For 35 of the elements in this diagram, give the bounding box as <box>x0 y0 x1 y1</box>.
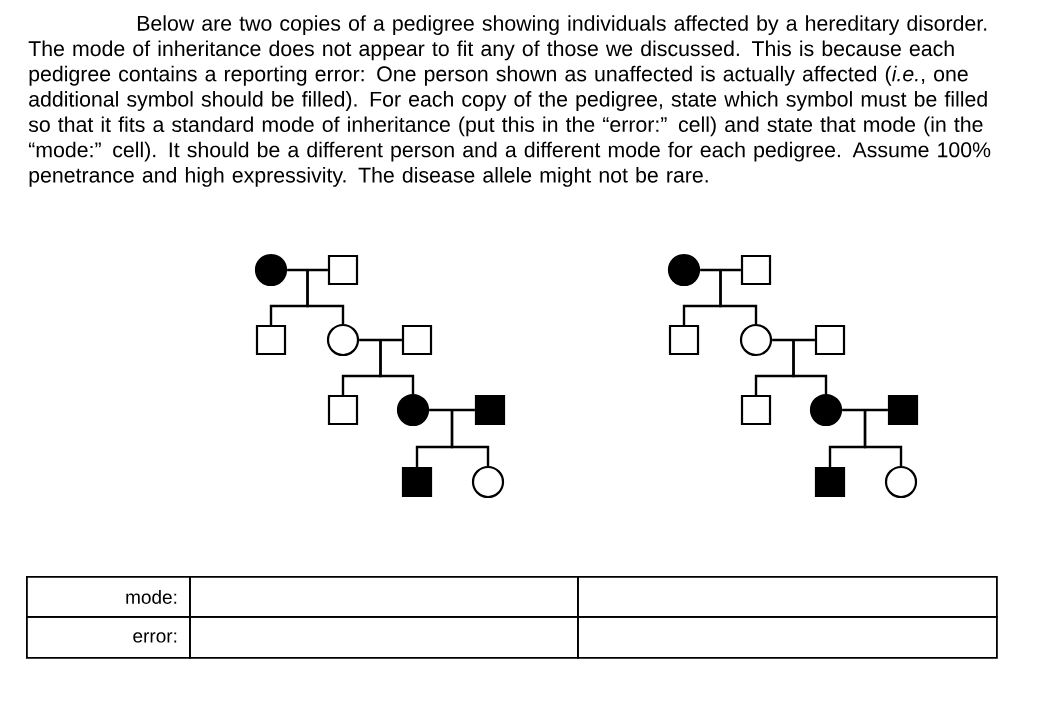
pedigree-square <box>740 394 772 426</box>
mating-line <box>429 408 475 412</box>
descent-line <box>792 340 828 394</box>
pedigree-square <box>668 324 700 356</box>
mating-line <box>359 338 402 342</box>
pedigree-circle <box>254 253 288 287</box>
descent-line <box>719 270 758 324</box>
pedigree-circle <box>326 323 360 357</box>
pedigree-square <box>255 324 287 356</box>
descent-line <box>863 410 903 466</box>
mating-line <box>842 408 888 412</box>
descent-line <box>379 340 415 394</box>
pedigree-square <box>814 466 846 498</box>
pedigree-square <box>327 394 359 426</box>
pedigree-circle <box>667 253 701 287</box>
pedigree-square <box>401 466 433 498</box>
pedigree-circle <box>396 393 430 427</box>
pedigree-square <box>887 394 919 426</box>
instruction-text: Below are two copies of a pedigree showing individuals affected by a hereditary disorder. The mode of inheritance does not appear to fit any of those we discussed. This is because each pedigree contains a reporting error: One person shown as unaffected is actually affected (i.e., one additional symbol should be filled). For each copy of the pedigree, state which symbol must be filled so that it fits a standard mode of inheritance (put this in the “error:” cell) and state that mode (in the “mode:” cell). It should be a different person and a different mode for each pedigree. Assume 100% penetrance and high expressivity. The disease allele might not be rare. <box>28 15 991 187</box>
descent-line <box>306 270 345 324</box>
descent-line <box>450 410 490 466</box>
pedigree-circle <box>884 465 918 499</box>
table-cell: mode: <box>26 576 191 618</box>
mating-line <box>700 268 741 272</box>
pedigree-circle <box>809 393 843 427</box>
pedigree-square <box>474 394 506 426</box>
table-cell: error: <box>26 616 191 659</box>
pedigree-circle <box>739 323 773 357</box>
mating-line <box>772 338 815 342</box>
pedigree-square <box>740 254 772 286</box>
pedigree-square <box>814 324 846 356</box>
pedigree-circle <box>471 465 505 499</box>
pedigree-square <box>327 254 359 286</box>
mating-line <box>287 268 328 272</box>
pedigree-square <box>401 324 433 356</box>
